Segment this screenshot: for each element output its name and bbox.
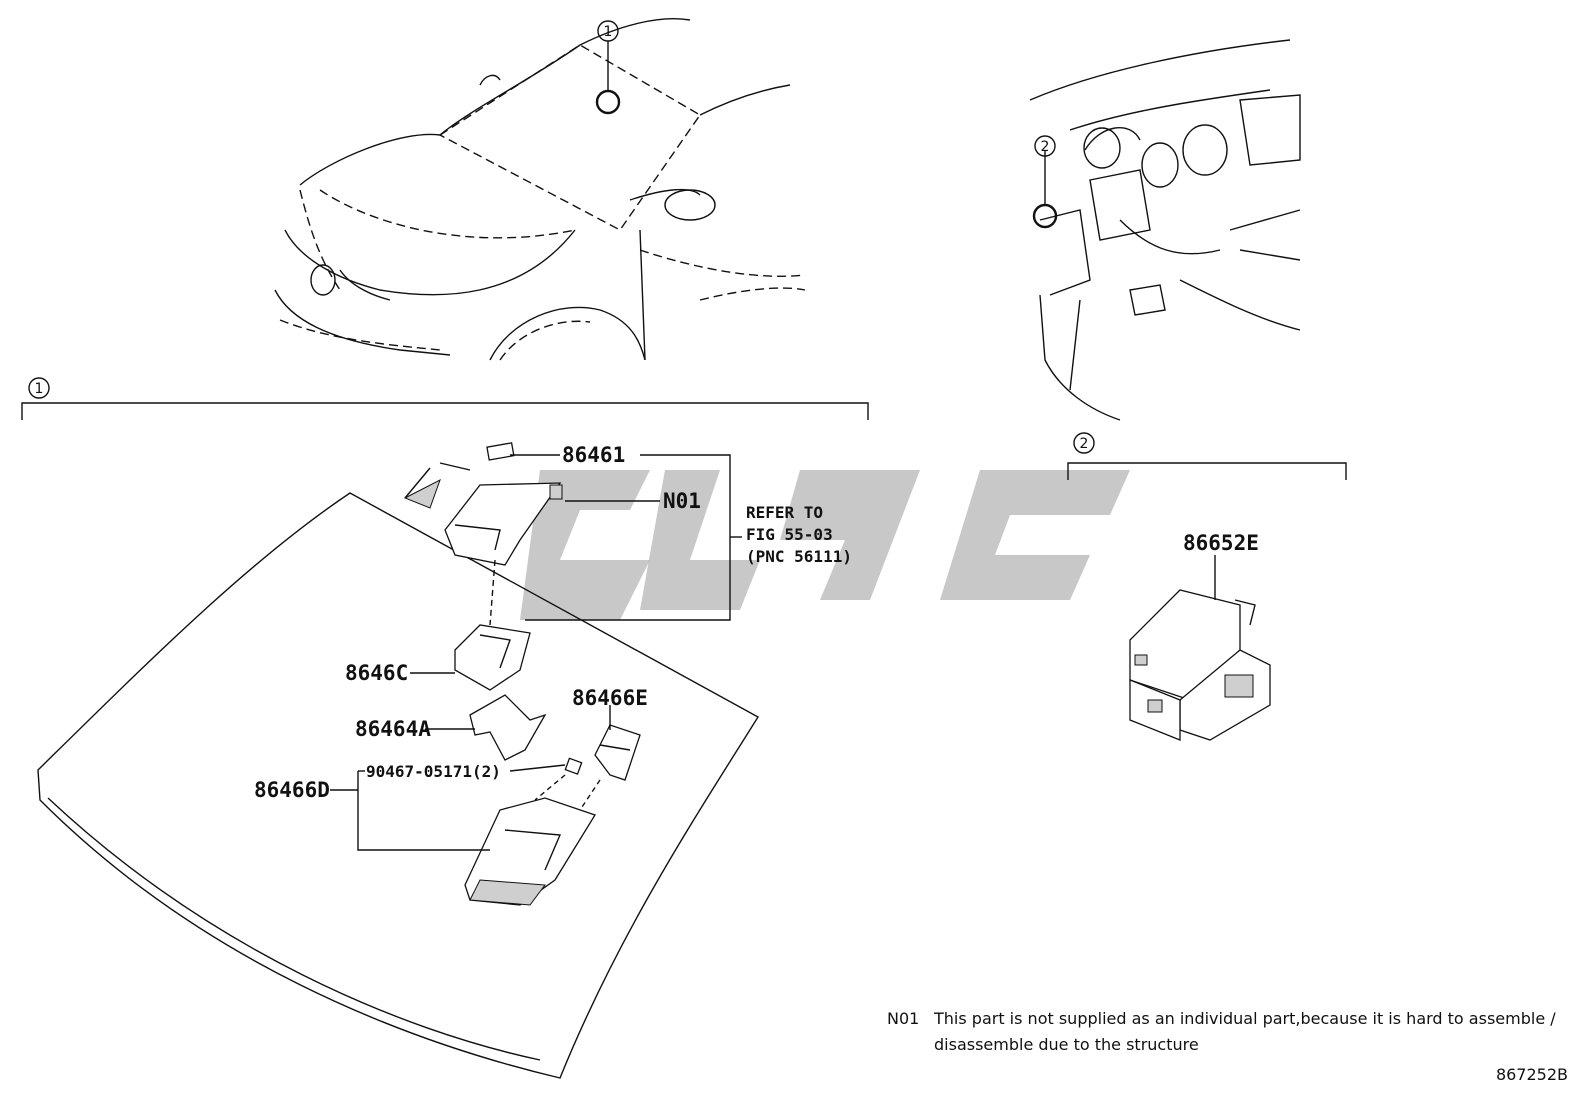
label-8646c: 8646C [345,661,408,685]
part-90467-clip [564,757,583,775]
callout-1-section: 1 [35,381,44,397]
part-86466e-cover [594,724,641,781]
label-n01: N01 [663,489,701,513]
dash-link-clip [534,774,601,811]
refer-line-3: (PNC 56111) [746,547,852,566]
label-86652e: 86652E [1183,531,1259,555]
windshield-inner-edge [47,797,541,1061]
part-86466d-housing [464,797,596,906]
label-90467-05171: 90467-05171(2) [366,762,501,781]
section-1-bracket [21,377,869,420]
vehicle-exterior-view [274,18,806,361]
label-86464a: 86464A [355,717,431,741]
refer-line-1: REFER TO [746,503,823,522]
part-86464a-plate [469,694,547,761]
footnote-line-1: This part is not supplied as an individu… [933,1009,1556,1028]
windshield-outline [37,492,759,1079]
footnote-line-2: disassemble due to the structure [934,1035,1199,1054]
part-86652e-module [1129,589,1271,741]
section-2-bracket [1067,432,1347,480]
part-n01-bracket [444,482,563,566]
part-86461-sensor [403,442,515,509]
refer-line-2: FIG 55-03 [746,525,833,544]
part-8646c-holder [454,624,531,691]
dash-link-n01-8646c [489,559,496,626]
callout-2-section: 2 [1080,436,1089,452]
label-86461: 86461 [562,443,625,467]
callout-2-top: 2 [1041,139,1050,155]
callout-1-top: 1 [604,24,613,40]
label-86466d: 86466D [254,778,330,802]
footnote-code: N01 [887,1009,919,1028]
vehicle-interior-view [1029,39,1301,421]
leader-lines [330,454,1216,851]
watermark-logo [520,470,1130,620]
figure-id: 867252B [1496,1065,1568,1084]
label-86466e: 86466E [572,686,648,710]
